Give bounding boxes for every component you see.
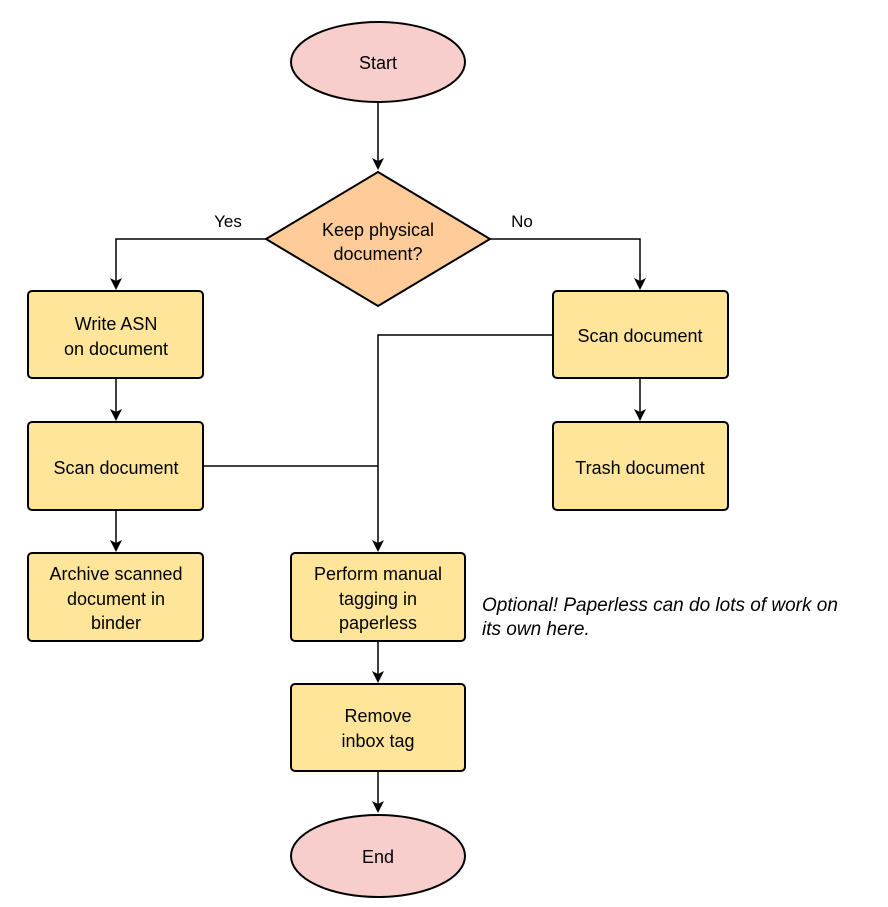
no-label: No [511, 212, 533, 231]
scan-document-right-shape [552, 290, 729, 379]
scan-document-right-node: Scan document [552, 290, 729, 379]
end-node: End [290, 814, 466, 898]
edge-decision-yes [110, 238, 266, 290]
edge-scan-right-to-tagging [372, 334, 553, 552]
remove-inbox-tag-label-line-1: Remove [344, 706, 411, 726]
archive-label-line-3: binder [91, 613, 141, 633]
optional-note-line-2: its own here. [482, 619, 590, 640]
archive-shape [27, 552, 204, 642]
start-shape [290, 21, 466, 103]
optional-note: Optional! Paperless can do lots of work … [482, 595, 838, 640]
edges [110, 102, 646, 813]
start-node: Start [290, 21, 466, 103]
write-asn-node: Write ASN on document [27, 290, 204, 379]
archive-node: Archive scanned document in binder [27, 552, 204, 642]
decision-label-line-2: document? [333, 244, 422, 264]
scan-document-right-label: Scan document [577, 326, 702, 346]
remove-inbox-tag-shape [290, 683, 466, 772]
scan-document-left-shape [27, 421, 204, 511]
trash-document-node: Trash document [552, 421, 729, 511]
remove-inbox-tag-node: Remove inbox tag [290, 683, 466, 772]
manual-tagging-shape [290, 552, 466, 642]
remove-inbox-tag-label-line-2: inbox tag [341, 731, 414, 751]
decision-label-line-1: Keep physical [322, 220, 434, 240]
scan-document-left-node: Scan document [27, 421, 204, 511]
manual-tagging-node: Perform manual tagging in paperless [290, 552, 466, 642]
manual-tagging-label-line-2: tagging in [339, 589, 417, 609]
archive-label-line-2: document in [67, 589, 165, 609]
manual-tagging-label-line-1: Perform manual [314, 564, 442, 584]
write-asn-shape [27, 290, 204, 379]
write-asn-label-line-2: on document [64, 339, 168, 359]
write-asn-label-line-1: Write ASN [75, 314, 158, 334]
manual-tagging-label-line-3: paperless [339, 613, 417, 633]
optional-note-line-1: Optional! Paperless can do lots of work … [482, 595, 838, 616]
decision-node: Keep physical document? [264, 170, 492, 308]
archive-label-line-1: Archive scanned [49, 564, 182, 584]
end-label: End [362, 847, 394, 867]
trash-document-shape [552, 421, 729, 511]
edge-decision-no [490, 238, 646, 290]
yes-label: Yes [214, 212, 242, 231]
end-shape [290, 814, 466, 898]
trash-document-label: Trash document [575, 458, 704, 478]
decision-shape [264, 170, 492, 308]
scan-document-left-label: Scan document [53, 458, 178, 478]
start-label: Start [359, 53, 397, 73]
